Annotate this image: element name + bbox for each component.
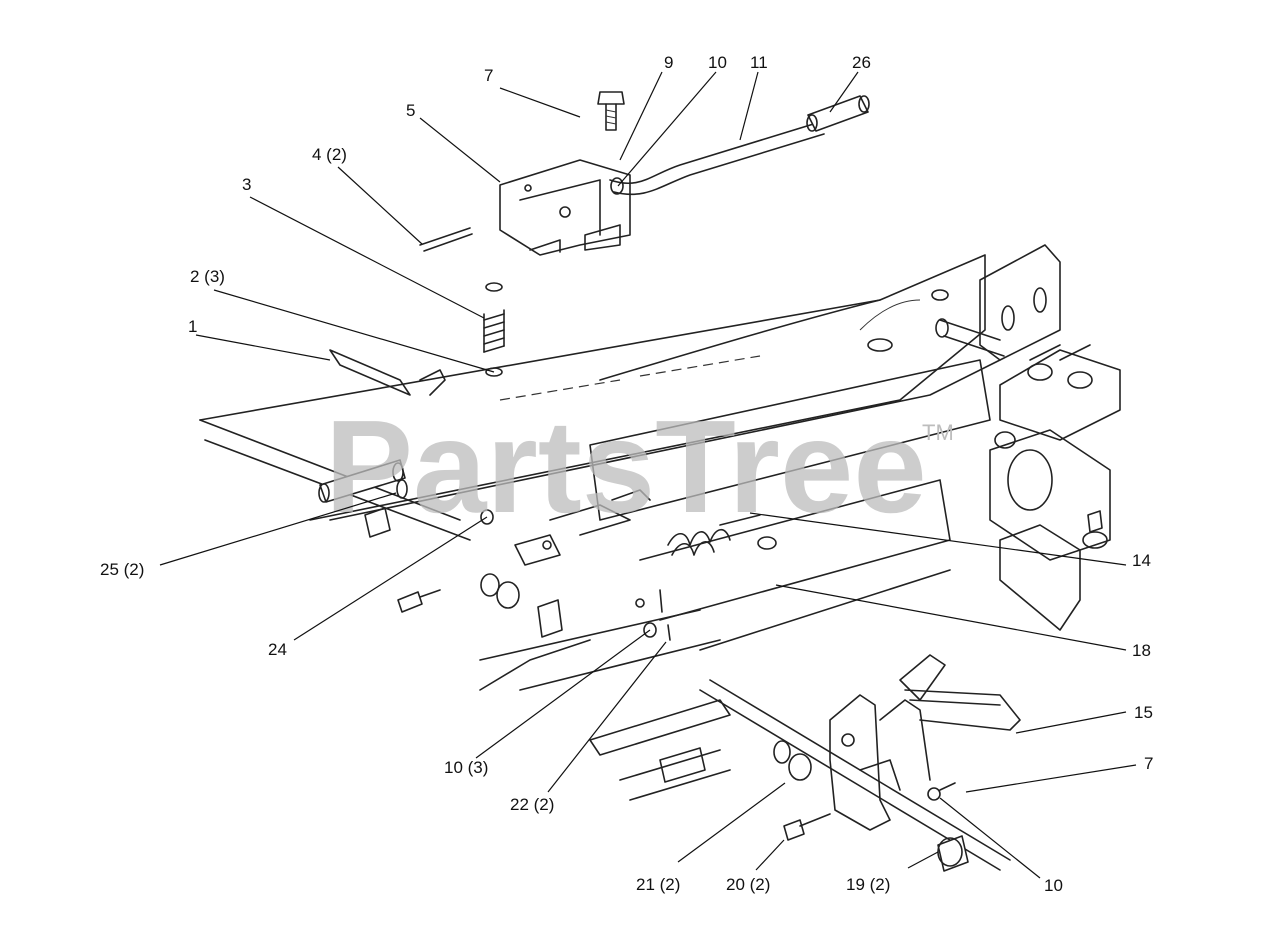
center-bushings (480, 509, 671, 641)
pedal-15 (899, 654, 1021, 731)
leader-9 (619, 71, 663, 161)
callout-24: 24 (268, 640, 287, 659)
callout-26: 26 (852, 53, 871, 72)
upper-bracket (499, 159, 631, 256)
leader-10a (617, 71, 717, 187)
spring-14 (667, 514, 777, 556)
callout-labels: 1 2 (3) 3 4 (2) 5 7 9 10 11 26 25 (2) 24… (100, 53, 1153, 895)
callout-25: 25 (2) (100, 560, 144, 579)
drive-housing (935, 244, 1121, 631)
leader-18 (775, 584, 1127, 651)
watermark-tm: TM (922, 420, 954, 445)
watermark: PartsTree TM (325, 393, 954, 540)
leader-4 (337, 166, 423, 245)
center-plate (514, 489, 651, 566)
leader-20 (755, 839, 785, 871)
callout-3: 3 (242, 175, 251, 194)
leader-3 (249, 196, 485, 319)
pin-4 (419, 227, 473, 252)
leader-5 (419, 117, 501, 183)
callout-21: 21 (2) (636, 875, 680, 894)
bolt-top (597, 91, 625, 131)
callout-10-3: 10 (3) (444, 758, 488, 777)
lower-shaft (699, 679, 1011, 872)
leader-lines (159, 71, 1137, 879)
parts-artwork (199, 91, 1121, 872)
leader-26 (829, 71, 859, 113)
callout-18: 18 (1132, 641, 1151, 660)
callout-14: 14 (1132, 551, 1151, 570)
leader-24 (293, 516, 488, 641)
bolt-left (397, 589, 441, 613)
leader-14 (749, 512, 1127, 566)
callout-10-bottom: 10 (1044, 876, 1063, 895)
leader-1 (195, 334, 331, 361)
callout-20: 20 (2) (726, 875, 770, 894)
callout-11: 11 (750, 53, 768, 72)
leader-7b (965, 764, 1137, 793)
callout-9: 9 (664, 53, 673, 72)
leader-10c (939, 797, 1041, 879)
callout-15: 15 (1134, 703, 1153, 722)
bar-1 (329, 349, 446, 396)
leader-7a (499, 87, 581, 118)
leader-2 (213, 289, 495, 373)
callout-10-top: 10 (708, 53, 727, 72)
callout-2: 2 (3) (190, 267, 225, 286)
leader-11 (739, 71, 759, 141)
callout-7-bottom: 7 (1144, 754, 1153, 773)
handle-rod (609, 95, 870, 196)
left-shaft (199, 419, 471, 541)
lower-bracket (829, 694, 931, 831)
leader-19 (907, 851, 939, 869)
callout-19: 19 (2) (846, 875, 890, 894)
leader-22 (547, 641, 667, 793)
callout-5: 5 (406, 101, 415, 120)
lower-linkage (479, 639, 731, 801)
leader-25 (159, 492, 397, 566)
spring-stack (483, 282, 505, 377)
callout-4: 4 (2) (312, 145, 347, 164)
callout-1: 1 (188, 317, 197, 336)
main-frame (199, 254, 1001, 691)
leader-10b (475, 629, 651, 759)
callout-22: 22 (2) (510, 795, 554, 814)
bolt-20 (783, 813, 831, 841)
watermark-text: PartsTree (325, 393, 927, 540)
leader-15 (1015, 711, 1127, 734)
leader-21 (677, 782, 786, 863)
callout-7-top: 7 (484, 66, 493, 85)
